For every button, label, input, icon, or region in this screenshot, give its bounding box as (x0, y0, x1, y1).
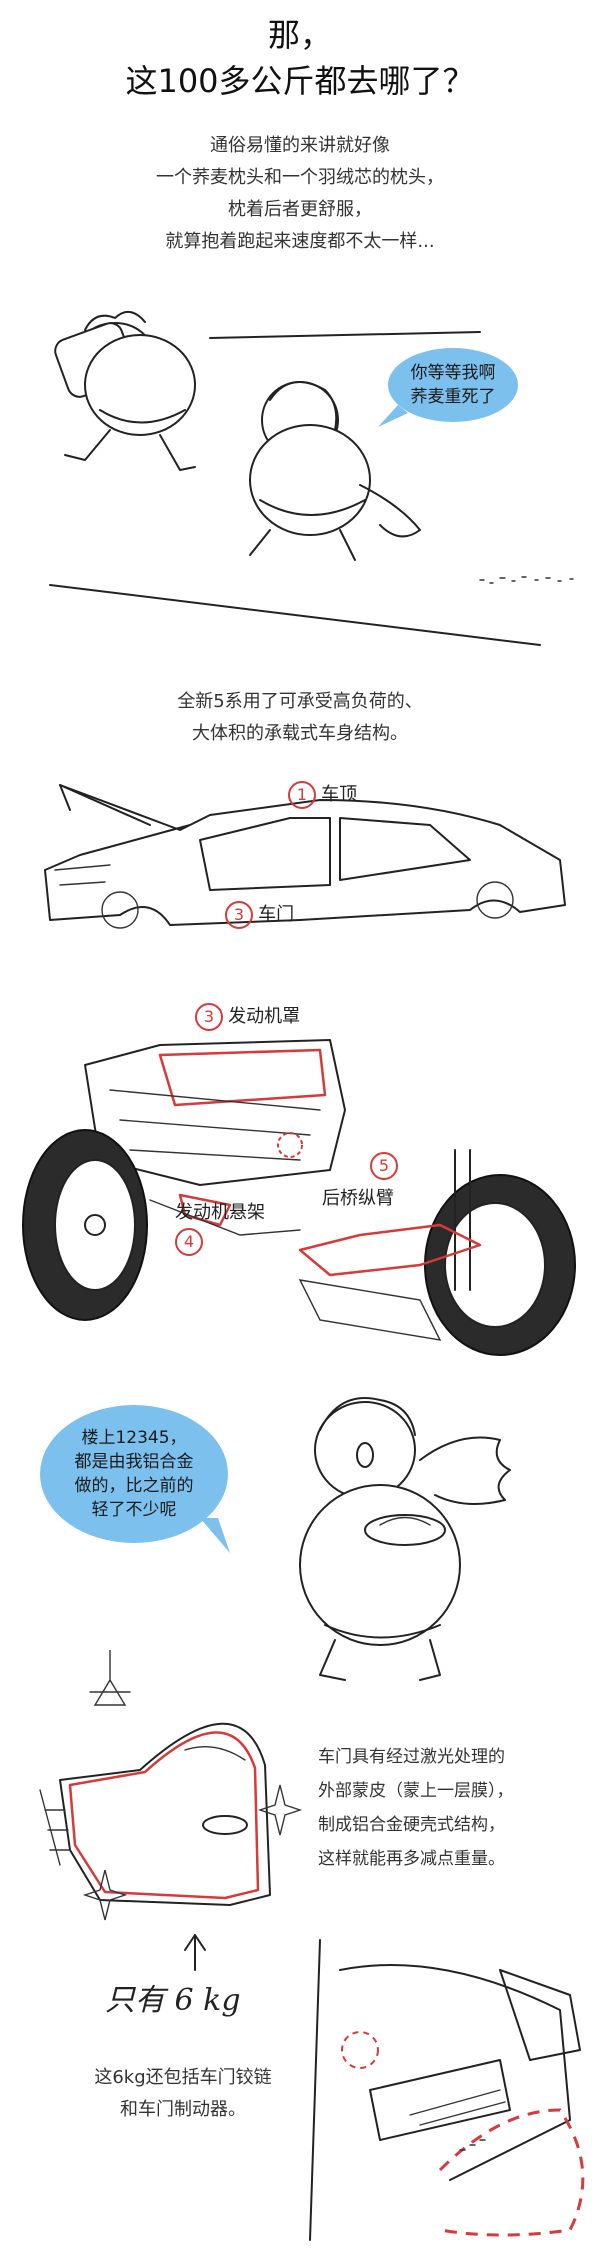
roof-number: 1 (288, 781, 316, 809)
hinge-line-2: 和车门制动器。 (120, 2099, 246, 2120)
title-line-1: 那， (267, 16, 332, 54)
engine-mount-number: 4 (175, 1228, 203, 1256)
roof-label: 1 车顶 (288, 780, 357, 809)
door-description: 车门具有经过激光处理的 外部蒙皮（蒙上一层膜）， 制成铝合金硬壳式结构， 这样就… (318, 1740, 588, 1876)
engine-mount-text: 发动机悬架 (175, 1202, 265, 1223)
intro-line-3: 枕着后者更舒服， (228, 199, 372, 220)
bubble2-line-4: 轻了不少呢 (91, 1500, 177, 1520)
running-characters-illustration (49, 311, 574, 646)
door-desc-line-3: 制成铝合金硬壳式结构， (318, 1815, 505, 1835)
car-body-illustration (44, 784, 566, 929)
door-desc-line-4: 这样就能再多减点重量。 (318, 1849, 505, 1869)
door-desc-line-1: 车门具有经过激光处理的 (318, 1747, 505, 1767)
door-interior-illustration (309, 1939, 585, 2241)
bubble1-line-1: 你等等我啊 (410, 363, 496, 383)
rear-arm-number: 5 (370, 1152, 398, 1180)
speech-bubble-2-tail (200, 1518, 230, 1553)
hood-text: 发动机罩 (228, 1006, 301, 1027)
rear-arm-text: 后桥纵臂 (322, 1188, 394, 1209)
intro-text: 通俗易懂的来讲就好像 一个荞麦枕头和一个羽绒芯的枕头， 枕着后者更舒服， 就算抱… (0, 130, 600, 258)
door-illustration (39, 1650, 303, 1971)
bubble2-line-3: 做的，比之前的 (74, 1476, 194, 1496)
page-title: 那， 这100多公斤都去哪了？ (0, 12, 600, 104)
title-line-2: 这100多公斤都去哪了？ (125, 62, 475, 100)
engine-mount-label: 发动机悬架 4 (175, 1198, 265, 1256)
bubble1-line-2: 荞麦重死了 (410, 387, 496, 407)
door-label: 3 车门 (225, 900, 294, 929)
roof-text: 车顶 (321, 784, 358, 805)
handwritten-weight-note: 只有 6 kg (105, 1983, 241, 2018)
structure-line-2: 大体积的承载式车身结构。 (192, 723, 408, 744)
speech-bubble-2: 楼上12345， 都是由我铝合金 做的，比之前的 轻了不少呢 (40, 1405, 228, 1543)
intro-line-1: 通俗易懂的来讲就好像 (210, 135, 390, 156)
hood-number: 3 (195, 1003, 223, 1031)
speech-bubble-1: 你等等我啊 荞麦重死了 (388, 348, 518, 422)
structure-line-1: 全新5系用了可承受高负荷的、 (177, 691, 423, 712)
hinge-description: 这6kg还包括车门铰链 和车门制动器。 (48, 2062, 318, 2126)
hood-label: 3 发动机罩 (195, 1002, 300, 1031)
hinge-line-1: 这6kg还包括车门铰链 (94, 2067, 272, 2088)
door-text-label: 车门 (258, 904, 295, 925)
angel-character-illustration (299, 1397, 511, 1681)
bubble2-line-1: 楼上12345， (81, 1428, 187, 1448)
intro-line-4: 就算抱着跑起来速度都不太一样... (165, 231, 435, 252)
door-number: 3 (225, 901, 253, 929)
chassis-illustration (22, 1039, 576, 1356)
rear-arm-label: 5 后桥纵臂 (322, 1152, 398, 1210)
bubble2-line-2: 都是由我铝合金 (74, 1452, 194, 1472)
structure-description: 全新5系用了可承受高负荷的、 大体积的承载式车身结构。 (0, 686, 600, 750)
speech-bubble-1-tail (378, 405, 408, 427)
intro-line-2: 一个荞麦枕头和一个羽绒芯的枕头， (156, 167, 444, 188)
door-desc-line-2: 外部蒙皮（蒙上一层膜）， (318, 1781, 514, 1801)
